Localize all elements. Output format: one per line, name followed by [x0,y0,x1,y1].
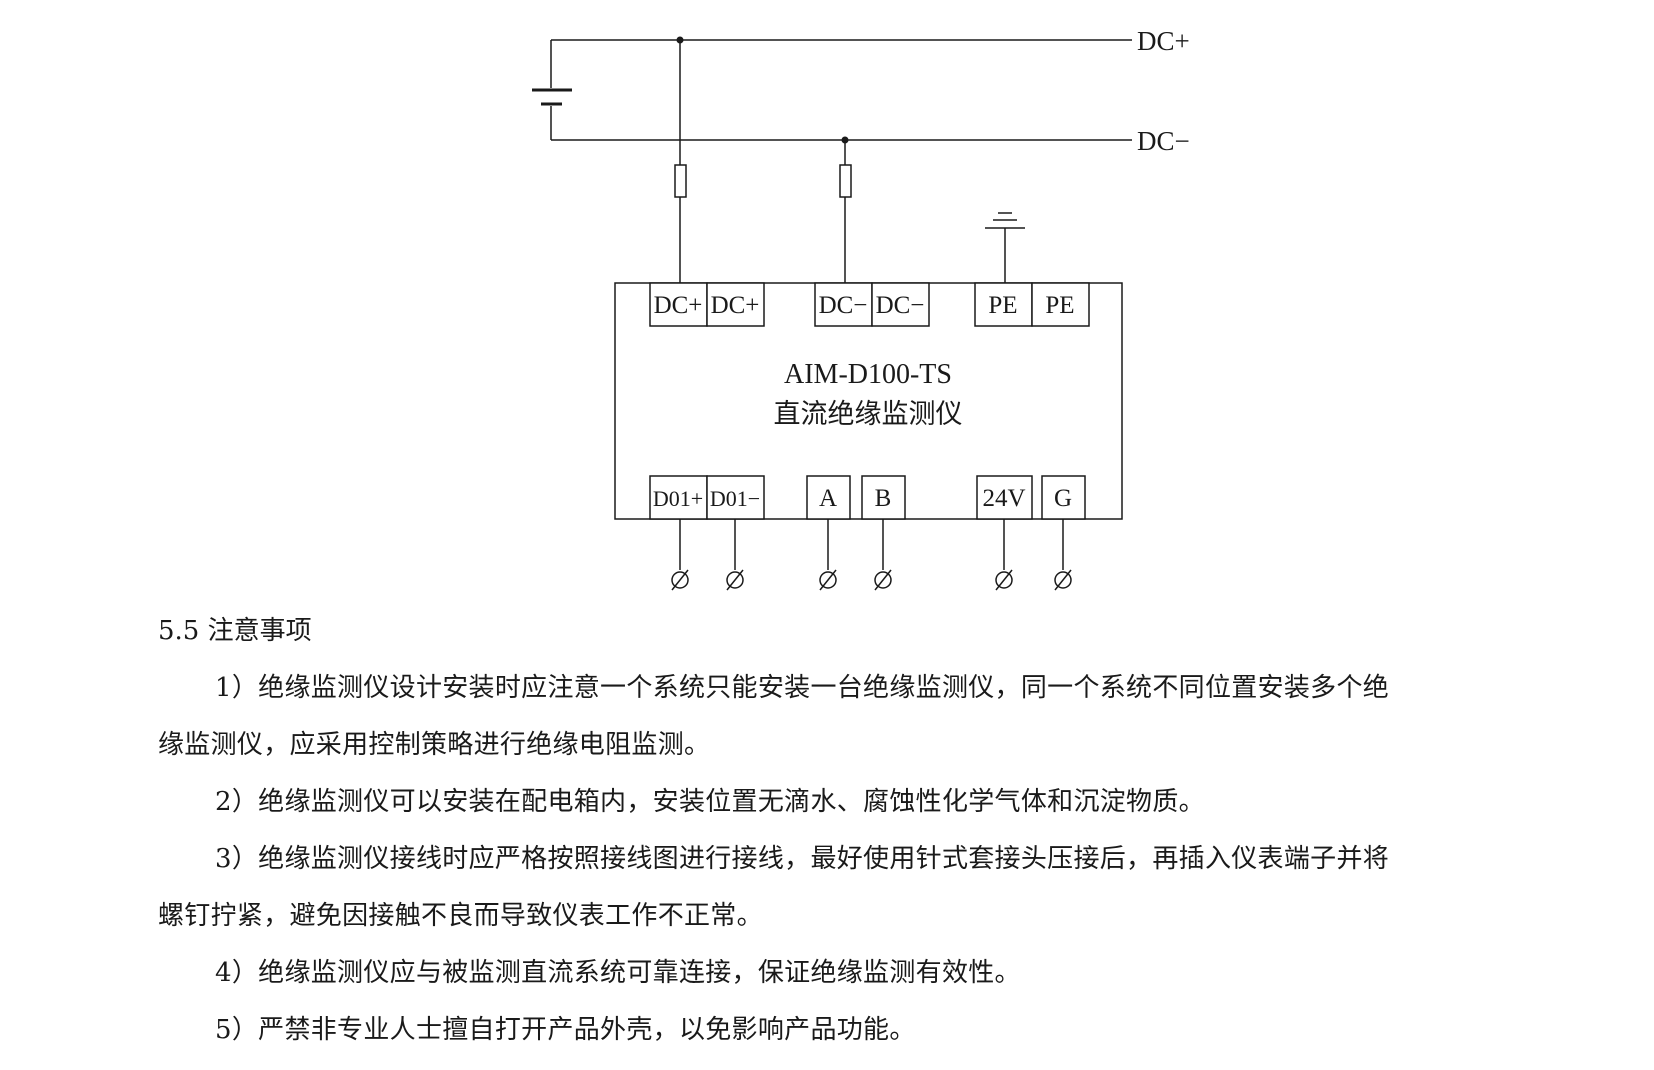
terminal-label: D01+ [653,486,703,511]
note-4-line-1: 4）绝缘监测仪应与被监测直流系统可靠连接，保证绝缘监测有效性。 [215,958,1021,988]
terminal-label: 24V [982,485,1025,512]
terminal-pe-1 [974,282,1033,327]
terminal-label: G [1054,485,1072,512]
terminal-label: DC+ [654,292,703,319]
terminal-label: PE [988,292,1017,319]
bottom-terminal-strip: D01+ D01− A B 24V G [649,475,1086,520]
note-2-line-1: 2）绝缘监测仪可以安装在配电箱内，安装位置无滴水、腐蚀性化学气体和沉淀物质。 [215,787,1205,817]
terminal-dc-positive-1 [649,282,708,327]
bottom-leads [679,519,1064,570]
battery-symbol [532,40,572,140]
dc-positive-drop [674,40,687,283]
screw-terminals [671,569,1072,591]
terminal-pe-2 [1031,282,1090,327]
fuse-positive [674,164,687,198]
terminal-label: DC− [876,292,925,319]
terminal-label: DC+ [711,292,760,319]
device-model: AIM-D100-TS [784,359,952,390]
dc-positive-label: DC+ [1137,26,1190,56]
terminal-label: DC− [819,292,868,319]
screw-terminal-icon [1054,569,1072,591]
terminal-label: A [819,485,837,512]
top-terminal-strip: DC+ DC+ DC− DC− PE PE [649,282,1090,327]
device-name: 直流绝缘监测仪 [774,399,963,429]
note-1-line-1: 1）绝缘监测仪设计安装时应注意一个系统只能安装一台绝缘监测仪，同一个系统不同位置… [215,673,1390,703]
terminal-dc-negative-1 [814,282,873,327]
screw-terminal-icon [671,569,689,591]
note-3-line-1: 3）绝缘监测仪接线时应严格按照接线图进行接线，最好使用针式套接头压接后，再插入仪… [215,844,1390,874]
screw-terminal-icon [819,569,837,591]
screw-terminal-icon [726,569,744,591]
terminal-label: PE [1045,292,1074,319]
terminal-24v [976,475,1033,520]
terminal-d01-positive [649,475,708,520]
terminal-label: B [875,485,892,512]
fuse-negative [839,164,852,198]
dc-negative-bus: DC− [551,126,1190,156]
dc-positive-bus: DC+ [551,26,1190,56]
terminal-a [806,475,851,520]
note-5-line-1: 5）严禁非专业人士擅自打开产品外壳，以免影响产品功能。 [215,1015,916,1045]
terminal-dc-positive-2 [706,282,765,327]
terminal-label: D01− [710,486,760,511]
screw-terminal-icon [874,569,892,591]
terminal-dc-negative-2 [871,282,930,327]
terminal-g [1041,475,1086,520]
screw-terminal-icon [995,569,1013,591]
note-3-line-2: 螺钉拧紧，避免因接触不良而导致仪表工作不正常。 [158,901,763,931]
section-heading: 5.5 注意事项 [158,616,312,646]
wiring-diagram: DC+ DC− DC+ DC+ DC− DC− PE [532,26,1190,591]
dc-negative-label: DC− [1137,126,1190,156]
ground-symbol [985,212,1025,283]
dc-negative-drop [839,140,852,283]
note-1-line-2: 缘监测仪，应采用控制策略进行绝缘电阻监测。 [158,730,711,760]
